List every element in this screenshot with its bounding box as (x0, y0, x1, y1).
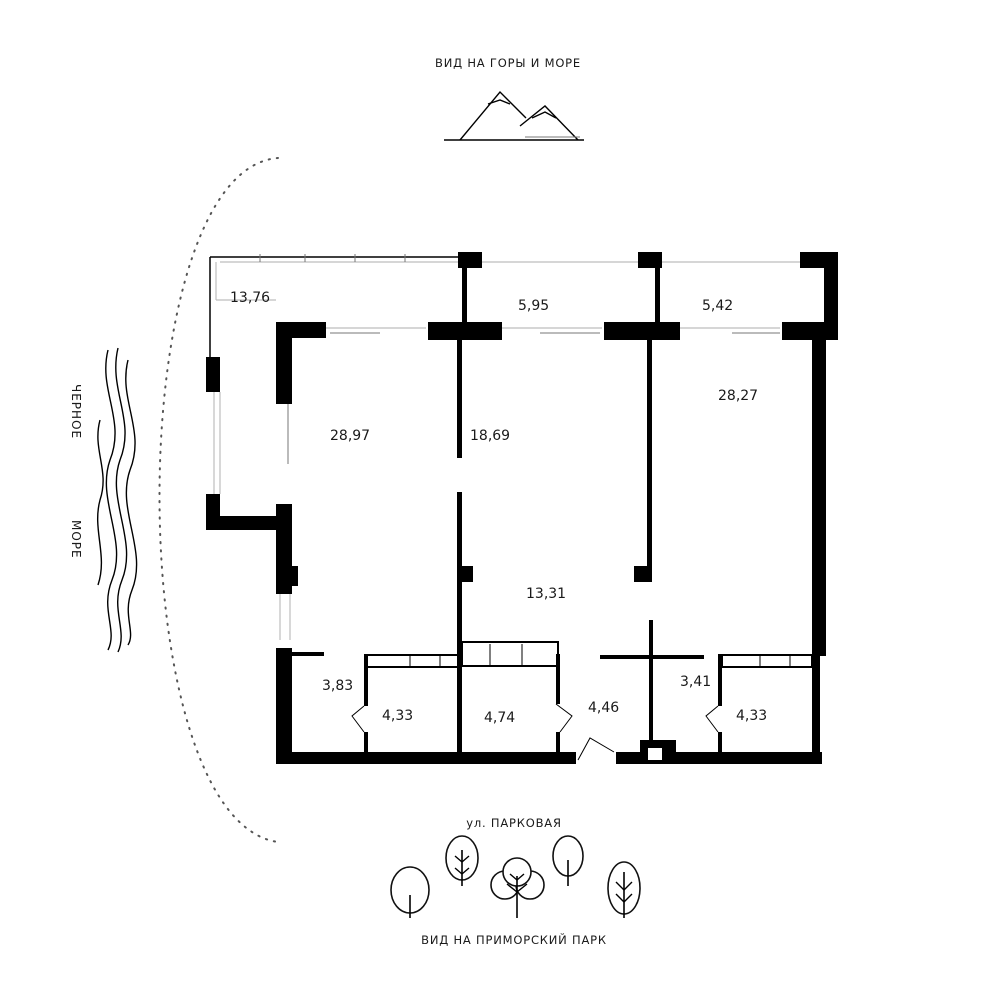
north-view-label: ВИД НА ГОРЫ И МОРЕ (435, 56, 581, 70)
glazing (279, 327, 780, 761)
area-terrace-west: 13,76 (230, 290, 270, 306)
room-labels: 13,76 5,95 5,42 28,97 18,69 28,27 13,31 … (230, 290, 767, 726)
trees-icon (390, 835, 641, 918)
area-bathroom-center: 4,74 (484, 710, 515, 726)
area-bathroom-east: 4,33 (736, 708, 767, 724)
area-living-room: 28,97 (330, 428, 370, 444)
sea-label-2: МОРЕ (69, 520, 83, 559)
area-corridor: 4,46 (588, 700, 619, 716)
terrace-outline (209, 254, 800, 494)
street-label: ул. ПАРКОВАЯ (466, 816, 561, 830)
area-wardrobe-east: 3,41 (680, 674, 711, 690)
area-bedroom-center: 18,69 (470, 428, 510, 444)
mountains-icon (444, 90, 584, 141)
walls (206, 252, 838, 764)
south-view-label: ВИД НА ПРИМОРСКИЙ ПАРК (421, 932, 607, 947)
area-hall: 13,31 (526, 586, 566, 602)
area-wardrobe-west: 3,83 (322, 678, 353, 694)
area-balcony-east: 5,42 (702, 298, 733, 314)
counters (365, 641, 813, 668)
area-bathroom-west: 4,33 (382, 708, 413, 724)
area-bedroom-east: 28,27 (718, 388, 758, 404)
sea-label-1: ЧЕРНОЕ (69, 384, 83, 439)
shaft-opening (648, 748, 662, 760)
area-balcony-center: 5,95 (518, 298, 549, 314)
shoreline-arc (158, 157, 279, 843)
waves-icon (96, 347, 138, 653)
